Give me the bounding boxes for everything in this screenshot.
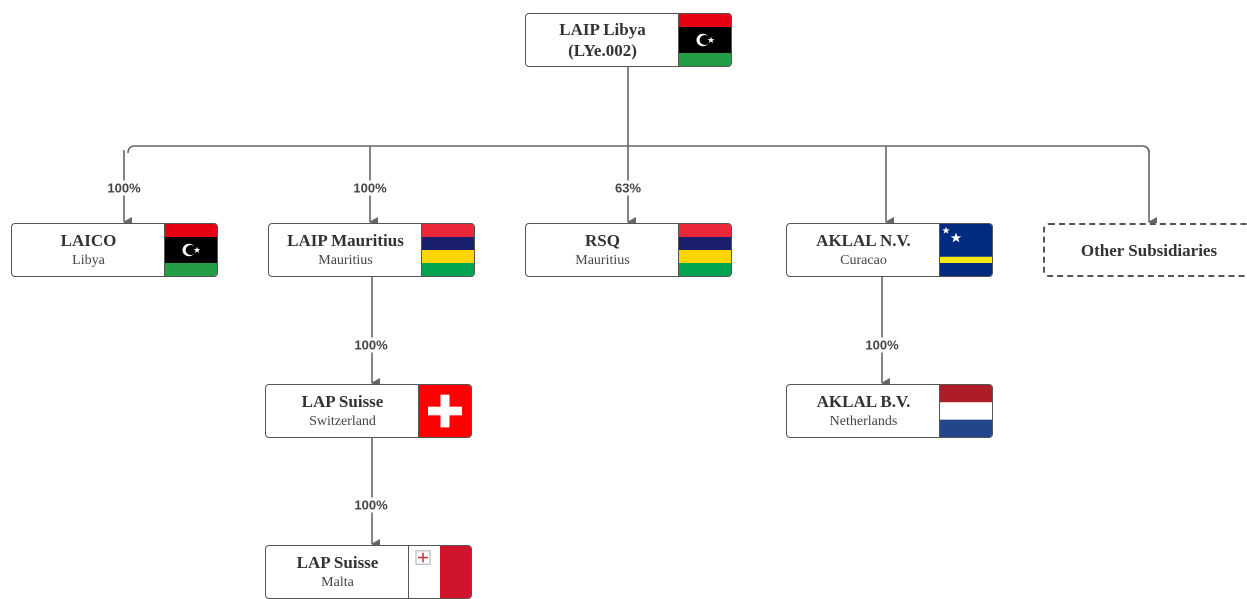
entity-name: AKLAL B.V. <box>816 392 911 411</box>
entity-name: LAP Suisse <box>296 553 379 572</box>
entity-name: RSQ <box>585 231 620 250</box>
entity-country: Mauritius <box>575 253 630 268</box>
entity-country: Netherlands <box>829 414 898 429</box>
libya-flag-icon <box>678 14 731 66</box>
curacao-flag-icon <box>939 224 992 276</box>
ownership-label-laip-mauritius: 100% <box>351 180 389 196</box>
entity-node-laico[interactable]: LAICO Libya <box>11 223 218 277</box>
entity-country: Mauritius <box>318 253 373 268</box>
entity-node-lap-suisse-switzerland[interactable]: LAP Suisse Switzerland <box>265 384 472 438</box>
entity-name: LAP Suisse <box>301 392 384 411</box>
ownership-label-lap-suisse-ch: 100% <box>352 337 390 353</box>
ownership-label-laico: 100% <box>105 180 143 196</box>
entity-name: Other Subsidiaries <box>1080 240 1218 260</box>
entity-node-rsq[interactable]: RSQ Mauritius <box>525 223 732 277</box>
entity-country: Switzerland <box>309 414 376 429</box>
netherlands-flag-icon <box>939 385 992 437</box>
entity-country: Curacao <box>840 253 887 268</box>
malta-flag-icon <box>408 546 471 598</box>
entity-name: LAIP Mauritius <box>287 231 404 250</box>
libya-flag-icon <box>164 224 217 276</box>
entity-node-aklal-bv[interactable]: AKLAL B.V. Netherlands <box>786 384 993 438</box>
switzerland-flag-icon <box>418 385 471 437</box>
entity-node-other-subsidiaries[interactable]: Other Subsidiaries <box>1043 223 1247 277</box>
entity-name: LAIP Libya <box>559 20 646 39</box>
entity-code: (LYe.002) <box>568 41 637 60</box>
ownership-label-lap-suisse-mt: 100% <box>352 497 390 513</box>
ownership-label-rsq: 63% <box>612 180 644 196</box>
entity-country: Libya <box>72 253 105 268</box>
entity-node-lap-suisse-malta[interactable]: LAP Suisse Malta <box>265 545 472 599</box>
entity-node-laip-mauritius[interactable]: LAIP Mauritius Mauritius <box>268 223 475 277</box>
entity-node-laip-libya[interactable]: LAIP Libya (LYe.002) <box>525 13 732 67</box>
ownership-label-aklal-bv: 100% <box>863 337 901 353</box>
entity-name: AKLAL N.V. <box>816 231 911 250</box>
entity-name: LAICO <box>60 231 117 250</box>
mauritius-flag-icon <box>678 224 731 276</box>
mauritius-flag-icon <box>421 224 474 276</box>
connector-root-bus <box>127 145 1150 154</box>
entity-country: Malta <box>321 575 354 590</box>
entity-node-aklal-nv[interactable]: AKLAL N.V. Curacao <box>786 223 993 277</box>
